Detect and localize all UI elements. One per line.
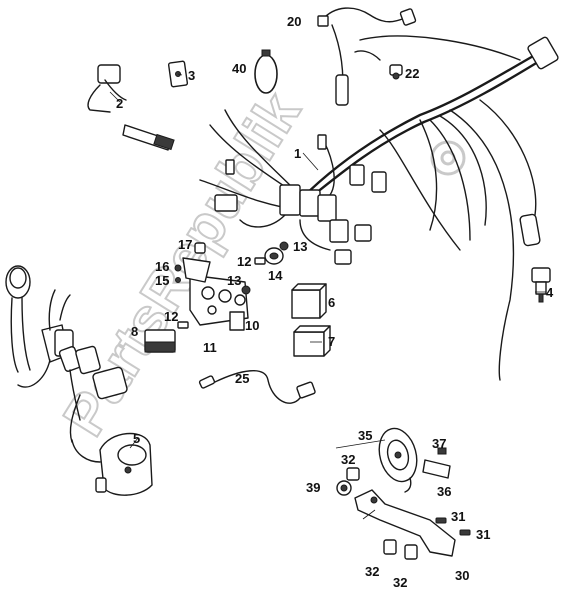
callout-25: 25 [235, 371, 249, 386]
callout-39: 39 [306, 480, 320, 495]
callout-5: 5 [133, 431, 140, 446]
callout-17: 17 [178, 237, 192, 252]
leader-lines [109, 73, 546, 520]
handlebar-switch-right [69, 366, 128, 443]
callout-40: 40 [232, 61, 246, 76]
horn-bracket-30 [354, 489, 456, 557]
callout-14: 14 [268, 268, 283, 283]
callout-labels: 1 2 3 4 5 6 7 8 10 11 12 12 13 13 14 15 … [116, 14, 554, 590]
callout-20: 20 [287, 14, 301, 29]
callout-31-bottom: 31 [476, 527, 490, 542]
relay-bracket-2 [87, 64, 175, 151]
callout-12-bottom: 12 [164, 309, 178, 324]
callout-32-top: 32 [341, 452, 355, 467]
temp-sensor-4 [531, 267, 551, 303]
sensor-22 [354, 50, 403, 80]
handlebar-switch-left [17, 289, 101, 421]
bracket-10 [229, 311, 245, 331]
relay-6 [291, 283, 327, 319]
callout-32-right: 32 [393, 575, 407, 590]
nut-32 [346, 467, 418, 560]
callout-13-top: 13 [293, 239, 307, 254]
horn-bracket-36 [422, 447, 451, 479]
cable-25 [198, 370, 316, 404]
callout-3: 3 [188, 68, 195, 83]
callout-4: 4 [546, 285, 554, 300]
relay-8 [144, 329, 176, 353]
callout-36: 36 [437, 484, 451, 499]
callout-10: 10 [245, 318, 259, 333]
cable-tie-40 [254, 49, 278, 94]
callout-16: 16 [155, 259, 169, 274]
grommet-13 [241, 241, 289, 295]
callout-37: 37 [432, 436, 446, 451]
screw-31 [435, 517, 471, 536]
callout-35: 35 [358, 428, 372, 443]
callout-32-left: 32 [365, 564, 379, 579]
callout-7: 7 [328, 334, 335, 349]
bracket-16-17 [174, 242, 211, 283]
callout-12-top: 12 [237, 254, 251, 269]
switch-5 [71, 432, 153, 496]
horn-35 [378, 427, 418, 493]
callout-31-top: 31 [451, 509, 465, 524]
callout-13-bottom: 13 [227, 273, 241, 288]
callout-15: 15 [155, 273, 169, 288]
connector-14 [264, 247, 284, 265]
callout-22: 22 [405, 66, 419, 81]
ignition-switch [5, 265, 31, 373]
callout-11: 11 [203, 340, 217, 355]
wire-lead-20 [317, 7, 521, 106]
screw-12 [177, 257, 266, 329]
callout-6: 6 [328, 295, 335, 310]
callout-2: 2 [116, 96, 123, 111]
grommet-39 [336, 480, 352, 496]
mounting-plate-11 [189, 274, 249, 326]
gear-watermark-icon [430, 140, 466, 176]
wiring-harness [199, 36, 559, 381]
relay-7 [293, 325, 331, 357]
callout-1: 1 [294, 146, 301, 161]
callout-30: 30 [455, 568, 469, 583]
callout-8: 8 [131, 324, 138, 339]
